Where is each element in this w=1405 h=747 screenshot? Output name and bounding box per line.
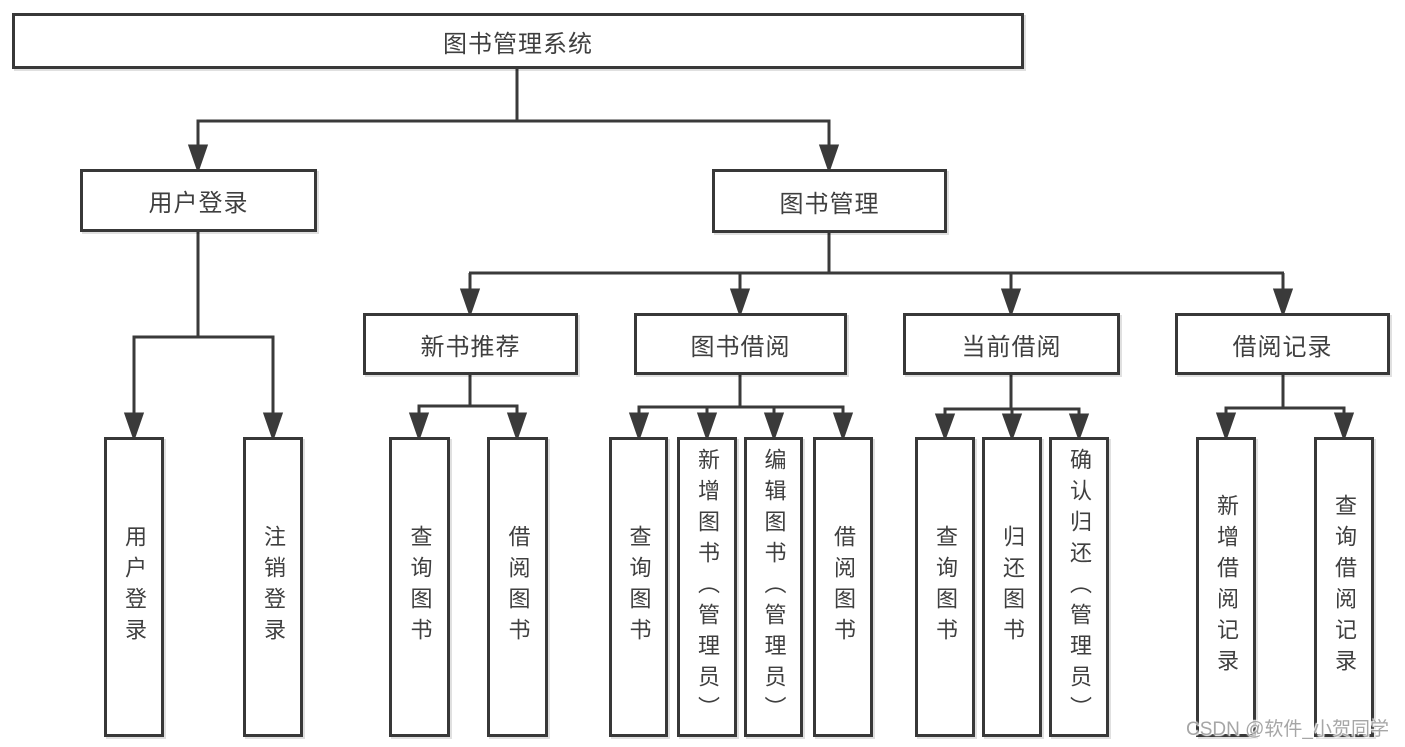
connector-current-borrow-to-children [934, 375, 1090, 442]
node-confirm-return-admin: 确认归还（管理员） [1049, 437, 1109, 737]
node-edit-books-admin: 编辑图书（管理员） [744, 437, 803, 737]
connector-root-to-level2 [187, 68, 840, 174]
node-label: 编辑图书（管理员） [761, 447, 787, 727]
node-add-books-admin: 新增图书（管理员） [677, 437, 737, 737]
connector-new-book-to-children [408, 375, 528, 442]
node-label: 新书推荐 [420, 333, 521, 361]
node-label: 查询图书 [407, 525, 433, 649]
node-query-books-borrow: 查询图书 [609, 437, 668, 737]
connector-book-borrow-to-children [628, 375, 854, 442]
node-label: 新增借阅记录 [1214, 494, 1239, 680]
node-current-borrow: 当前借阅 [903, 313, 1120, 375]
node-add-borrow-record: 新增借阅记录 [1196, 437, 1256, 737]
node-label: 用户登录 [122, 525, 147, 649]
node-query-books-current: 查询图书 [915, 437, 975, 737]
node-label: 查询借阅记录 [1332, 494, 1357, 680]
node-book-management: 图书管理 [712, 169, 947, 233]
node-query-borrow-record: 查询借阅记录 [1314, 437, 1374, 737]
connector-user-login-to-children [123, 232, 284, 442]
node-label: 新增图书（管理员） [695, 447, 720, 727]
node-user-login: 用户登录 [104, 437, 164, 737]
node-new-book-recommend: 新书推荐 [363, 313, 578, 375]
node-return-books: 归还图书 [982, 437, 1042, 737]
node-logout: 注销登录 [243, 437, 303, 737]
node-label: 确认归还（管理员） [1067, 447, 1092, 727]
node-label: 注销登录 [261, 525, 286, 649]
connector-book-mgmt-to-level3 [459, 233, 1294, 318]
node-label: 归还图书 [1000, 525, 1025, 649]
node-borrow-books-recommend: 借阅图书 [487, 437, 548, 737]
csdn-watermark: CSDN @软件_小贺同学 [1186, 719, 1389, 740]
node-label: 借阅图书 [831, 525, 856, 649]
node-library-system: 图书管理系统 [12, 13, 1024, 69]
node-label: 查询图书 [626, 525, 652, 649]
node-label: 当前借阅 [961, 333, 1062, 361]
node-label: 查询图书 [933, 525, 958, 649]
node-user-login-branch: 用户登录 [80, 169, 317, 232]
node-label: 借阅图书 [505, 525, 531, 649]
node-label: 图书借阅 [690, 333, 791, 361]
node-label: 图书管理 [779, 190, 880, 218]
node-borrow-records: 借阅记录 [1175, 313, 1390, 375]
node-book-borrow: 图书借阅 [634, 313, 847, 375]
connector-borrow-records-to-children [1215, 375, 1355, 442]
node-label: 图书管理系统 [443, 30, 593, 58]
node-borrow-books: 借阅图书 [813, 437, 873, 737]
node-label: 借阅记录 [1232, 333, 1333, 361]
node-label: 用户登录 [148, 190, 249, 217]
node-query-books-recommend: 查询图书 [389, 437, 450, 737]
